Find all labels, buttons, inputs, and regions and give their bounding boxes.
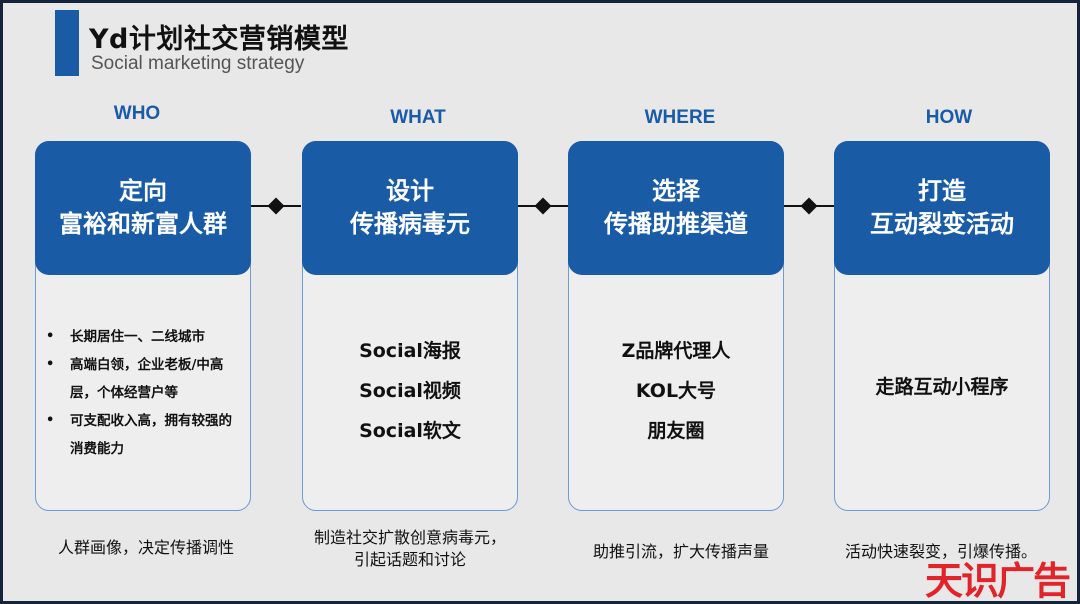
list-item: Z品牌代理人	[621, 340, 731, 362]
card-who-line-1: 定向	[119, 177, 167, 205]
bullet-item: 长期居住一、二线城市	[44, 323, 240, 351]
connector-diamond-1	[267, 197, 285, 215]
card-where-body: Z品牌代理人 KOL大号 朋友圈	[569, 275, 783, 510]
list-item: Social软文	[359, 420, 461, 442]
caption-what-line-1: 制造社交扩散创意病毒元，	[313, 528, 506, 547]
card-what-header: 设计 传播病毒元	[302, 141, 518, 275]
bullet-item: 可支配收入高，拥有较强的消费能力	[44, 407, 240, 463]
caption-what: 制造社交扩散创意病毒元， 引起话题和讨论	[295, 527, 525, 571]
list-item: Social海报	[359, 340, 461, 362]
list-item: KOL大号	[635, 380, 717, 402]
where-item-list: Z品牌代理人 KOL大号 朋友圈	[569, 275, 783, 451]
card-what-body: Social海报 Social视频 Social软文	[303, 275, 517, 510]
card-how-line-2: 互动裂变活动	[870, 210, 1014, 238]
card-who-body: 长期居住一、二线城市 高端白领，企业老板/中高层，个体经营户等 可支配收入高，拥…	[36, 275, 250, 510]
slide-subtitle: Social marketing strategy	[91, 53, 305, 74]
bullet-item: 高端白领，企业老板/中高层，个体经营户等	[44, 351, 240, 407]
caption-where: 助推引流，扩大传播声量	[592, 542, 769, 561]
col-head-how: HOW	[925, 107, 973, 128]
card-how-header: 打造 互动裂变活动	[834, 141, 1050, 275]
connector-diamond-3	[800, 197, 818, 215]
caption-who: 人群画像，决定传播调性	[57, 538, 234, 557]
caption-what-line-2: 引起话题和讨论	[353, 550, 466, 569]
card-how: 打造 互动裂变活动 走路互动小程序	[834, 141, 1050, 511]
card-where-line-1: 选择	[652, 177, 700, 205]
list-item: 朋友圈	[647, 420, 705, 442]
card-what: 设计 传播病毒元 Social海报 Social视频 Social软文	[302, 141, 518, 511]
title-accent-bar	[55, 10, 79, 76]
card-who: 定向 富裕和新富人群 长期居住一、二线城市 高端白领，企业老板/中高层，个体经营…	[35, 141, 251, 511]
card-what-line-1: 设计	[386, 177, 434, 205]
watermark-logo: 天识广告	[924, 559, 1071, 603]
list-item: Social视频	[359, 380, 461, 402]
col-head-what: WHAT	[390, 107, 446, 128]
card-how-body: 走路互动小程序	[835, 275, 1049, 510]
card-where-line-2: 传播助推渠道	[604, 210, 748, 238]
caption-how: 活动快速裂变，引爆传播。	[844, 542, 1037, 561]
who-bullet-list: 长期居住一、二线城市 高端白领，企业老板/中高层，个体经营户等 可支配收入高，拥…	[36, 275, 250, 463]
card-where: 选择 传播助推渠道 Z品牌代理人 KOL大号 朋友圈	[568, 141, 784, 511]
what-item-list: Social海报 Social视频 Social软文	[303, 275, 517, 451]
how-item-list: 走路互动小程序	[835, 275, 1049, 407]
card-what-line-2: 传播病毒元	[350, 210, 470, 238]
col-head-who: WHO	[113, 103, 161, 124]
card-how-line-1: 打造	[918, 177, 966, 205]
list-item: 走路互动小程序	[875, 376, 1009, 398]
card-who-line-2: 富裕和新富人群	[59, 210, 227, 238]
card-who-header: 定向 富裕和新富人群	[35, 141, 251, 275]
card-where-header: 选择 传播助推渠道	[568, 141, 784, 275]
slide-title: Yd计划社交营销模型	[89, 24, 349, 55]
col-head-where: WHERE	[644, 107, 716, 128]
connector-diamond-2	[534, 197, 552, 215]
